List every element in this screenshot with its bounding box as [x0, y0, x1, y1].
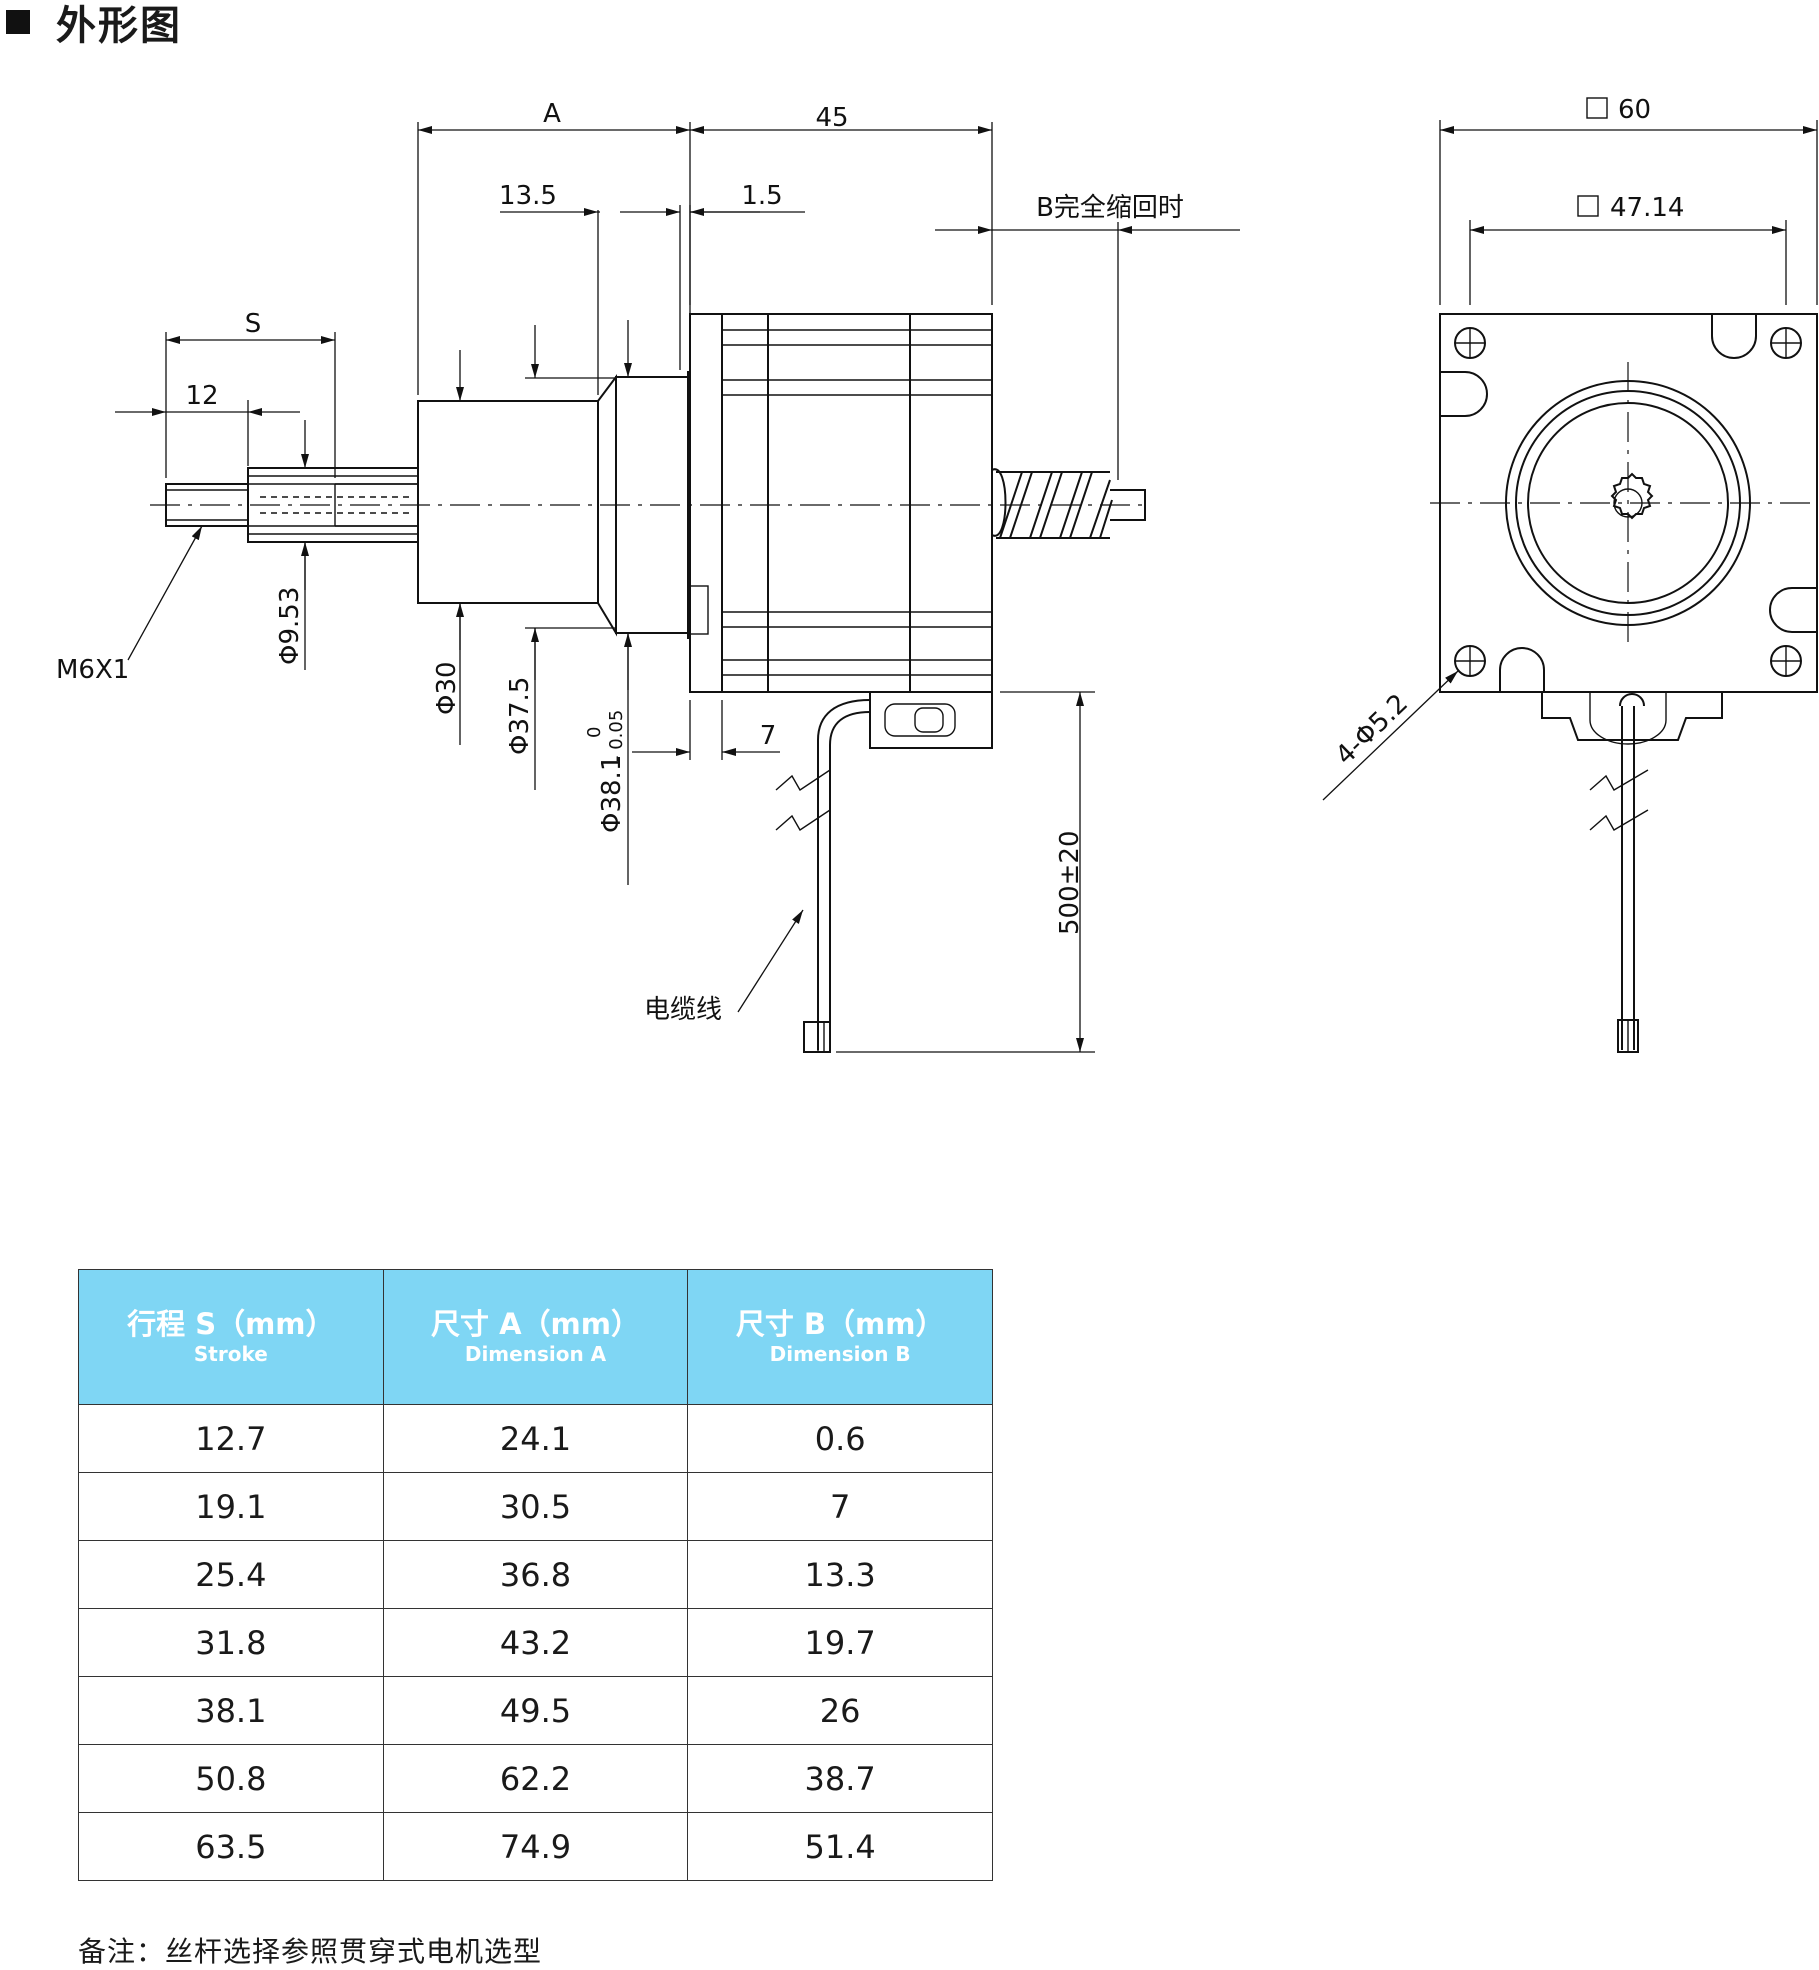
cell-dimension-b: 19.7 — [687, 1608, 993, 1677]
cell-dimension-a: 30.5 — [382, 1472, 689, 1541]
cell-stroke: 19.1 — [78, 1472, 384, 1541]
label-cable: 电缆线 — [644, 995, 722, 1025]
dim-12: 12 — [185, 381, 218, 411]
title-text: 外形图 — [56, 3, 182, 49]
mount-hole-br — [1770, 645, 1802, 677]
cell-stroke: 25.4 — [78, 1540, 384, 1609]
cell-dimension-a: 36.8 — [382, 1540, 689, 1609]
dim-phi38-1: Φ38.1 — [597, 755, 627, 833]
dim-13-5: 13.5 — [499, 181, 557, 211]
page-title: 外形图 — [0, 0, 182, 49]
dim-B-retract: B完全缩回时 — [1036, 193, 1184, 223]
table-row: 12.7 24.1 0.6 — [78, 1404, 993, 1473]
cell-stroke: 31.8 — [78, 1608, 384, 1677]
spline-gear — [1610, 472, 1654, 520]
table-row: 63.5 74.9 51.4 — [78, 1812, 993, 1881]
header-stroke-en: Stroke — [193, 1342, 268, 1366]
square-symbol-47 — [1577, 195, 1599, 217]
mount-hole-bl — [1454, 645, 1486, 677]
cell-stroke: 63.5 — [78, 1812, 384, 1881]
table-row: 50.8 62.2 38.7 — [78, 1744, 993, 1813]
cell-dimension-b: 38.7 — [687, 1744, 993, 1813]
mount-hole-tr — [1770, 327, 1802, 359]
cell-dimension-b: 26 — [687, 1676, 993, 1745]
dim-45: 45 — [815, 103, 848, 133]
cell-dimension-a: 24.1 — [382, 1404, 689, 1473]
cell-stroke: 38.1 — [78, 1676, 384, 1745]
cable-line — [817, 699, 871, 1050]
header-dimension-b: 尺寸 B（mm） Dimension B — [687, 1269, 993, 1405]
cell-dimension-b: 13.3 — [687, 1540, 993, 1609]
cable-connector — [869, 691, 993, 749]
outline-drawing: A 45 13.5 1.5 B完全缩回时 S 12 M6X1 — [56, 95, 1818, 1053]
dim-sq47-14: 47.14 — [1610, 193, 1684, 223]
dim-S: S — [245, 309, 262, 339]
dim-tol-upper: 0 — [584, 727, 605, 738]
dim-M6X1: M6X1 — [56, 655, 129, 685]
spec-table: 行程 S（mm） Stroke 尺寸 A（mm） Dimension A 尺寸 … — [78, 1269, 993, 1881]
front-connector — [1541, 692, 1723, 741]
cell-dimension-b: 0.6 — [687, 1404, 993, 1473]
header-dimension-a: 尺寸 A（mm） Dimension A — [382, 1269, 689, 1405]
leadscrew — [996, 471, 1146, 539]
mount-hole-tl — [1454, 327, 1486, 359]
table-header-row: 行程 S（mm） Stroke 尺寸 A（mm） Dimension A 尺寸 … — [78, 1269, 993, 1405]
motor-body — [689, 313, 993, 693]
dim-1-5: 1.5 — [741, 181, 782, 211]
dim-7: 7 — [760, 721, 777, 751]
table-row: 38.1 49.5 26 — [78, 1676, 993, 1745]
boss-outer-circle — [1505, 380, 1751, 626]
side-dimensions: A 45 13.5 1.5 B完全缩回时 S 12 M6X1 — [56, 99, 1240, 1053]
dim-sq60: 60 — [1618, 95, 1651, 125]
footnote: 备注：丝杆选择参照贯穿式电机选型 — [78, 1935, 543, 1968]
leadscrew-start — [991, 468, 1007, 537]
cell-dimension-a: 43.2 — [382, 1608, 689, 1677]
dim-phi37-5: Φ37.5 — [505, 677, 535, 755]
header-stroke: 行程 S（mm） Stroke — [78, 1269, 384, 1405]
cell-dimension-a: 74.9 — [382, 1812, 689, 1881]
front-dimensions: 60 47.14 4-Φ5.2 — [1322, 95, 1818, 801]
cell-dimension-b: 7 — [687, 1472, 993, 1541]
header-dimension-b-en: Dimension B — [769, 1342, 911, 1366]
dim-holes: 4-Φ5.2 — [1330, 688, 1414, 771]
square-symbol-60 — [1586, 97, 1608, 119]
dim-phi30: Φ30 — [432, 661, 462, 715]
dim-A: A — [543, 99, 561, 129]
cell-dimension-a: 49.5 — [382, 1676, 689, 1745]
dim-cable-length: 500±20 — [1055, 831, 1085, 936]
table-row: 19.1 30.5 7 — [78, 1472, 993, 1541]
cell-dimension-a: 62.2 — [382, 1744, 689, 1813]
title-bullet — [6, 10, 30, 34]
table-row: 25.4 36.8 13.3 — [78, 1540, 993, 1609]
side-view — [150, 313, 1150, 1053]
cell-dimension-b: 51.4 — [687, 1812, 993, 1881]
table-row: 31.8 43.2 19.7 — [78, 1608, 993, 1677]
shaft-boss — [417, 400, 599, 604]
front-view — [1430, 313, 1818, 1053]
header-stroke-cn: 行程 S（mm） — [127, 1307, 335, 1341]
dim-tol-lower: - 0.05 — [606, 710, 627, 762]
header-dimension-a-cn: 尺寸 A（mm） — [430, 1307, 640, 1341]
cell-stroke: 50.8 — [78, 1744, 384, 1813]
header-dimension-b-cn: 尺寸 B（mm） — [735, 1307, 945, 1341]
dim-phi9-53: Φ9.53 — [275, 587, 305, 665]
cell-stroke: 12.7 — [78, 1404, 384, 1473]
header-dimension-a-en: Dimension A — [464, 1342, 607, 1366]
